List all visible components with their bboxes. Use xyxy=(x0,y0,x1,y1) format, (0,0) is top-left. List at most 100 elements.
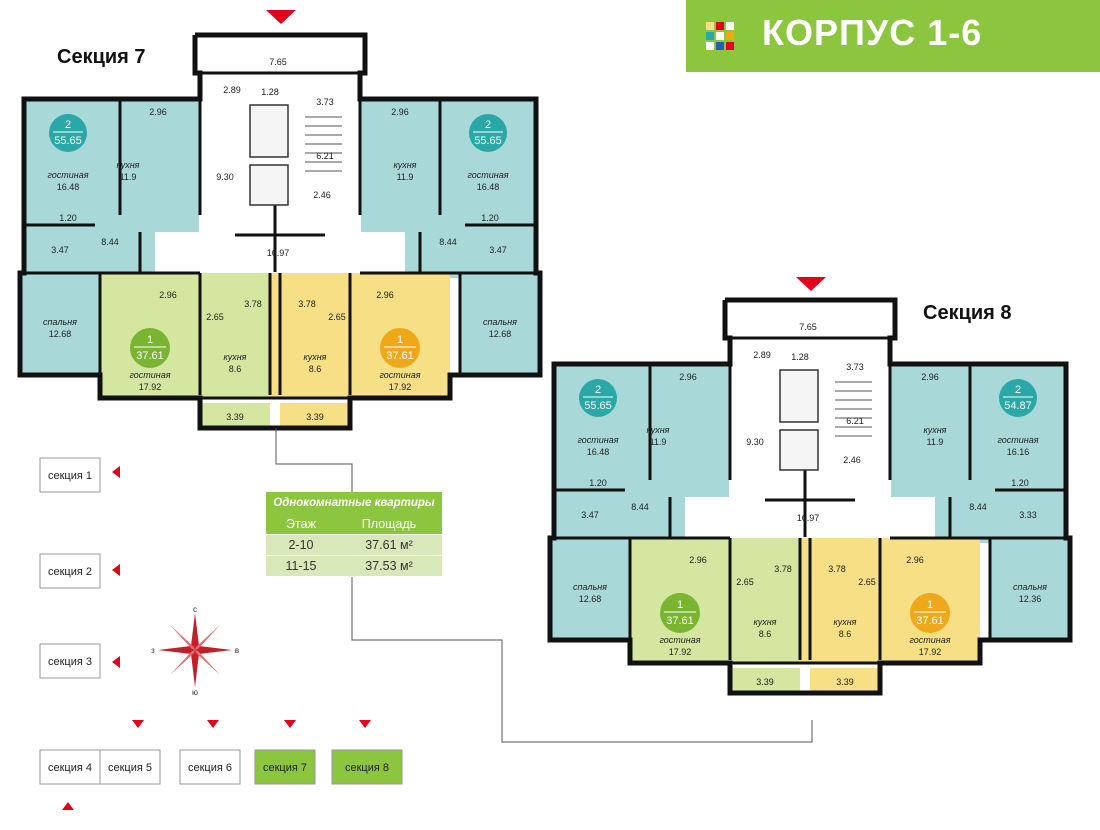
site-section1-block xyxy=(39,457,101,493)
apt-bottom-left-badge xyxy=(130,328,170,368)
apt-bottom-right-fill xyxy=(270,273,450,398)
apt-tl-bed-label: спальня xyxy=(573,582,607,592)
dim-right-wc: 1.20 xyxy=(481,213,499,223)
legend-area-cell: 37.61 м² xyxy=(365,538,413,552)
site-section2-label: секция 2 xyxy=(48,566,92,578)
site-entry-6-arrow-icon xyxy=(207,720,219,728)
site-section7-label: секция 7 xyxy=(263,762,307,774)
apt-tr-bedroom-fill xyxy=(460,273,540,375)
apt-top-right-badge xyxy=(999,379,1037,417)
apt-top-right-area: 54.87 xyxy=(1004,400,1032,412)
site-entry-2-arrow-icon xyxy=(112,564,120,576)
site-section8-block xyxy=(331,749,403,785)
apt-top-right-rooms: 2 xyxy=(485,119,491,131)
apt-top-left-area: 55.65 xyxy=(54,135,82,147)
apt-bl-kitchen: 8.6 xyxy=(229,364,242,374)
site-entry-4-arrow-icon xyxy=(62,802,74,810)
dim-right-bath: 3.47 xyxy=(489,245,507,255)
dim-right-mid: 3.78 xyxy=(298,299,316,309)
dim-right-k2: 2.65 xyxy=(328,312,346,322)
apt-bottom-right-area: 37.61 xyxy=(916,615,944,627)
apt-bl-living: 17.92 xyxy=(139,382,162,392)
dim-left-loggia: 3.39 xyxy=(226,412,244,422)
dim-lift: 9.30 xyxy=(216,172,234,182)
dim-top: 7.65 xyxy=(799,322,817,332)
apt-bl-living: 17.92 xyxy=(669,647,692,657)
lift-1 xyxy=(779,369,819,423)
dim-left-wc: 1.20 xyxy=(589,478,607,488)
apt-bottom-left-fill xyxy=(100,273,270,398)
apt-tr-kitchen: 11.9 xyxy=(927,437,944,447)
dim-left-hall: 8.44 xyxy=(101,237,119,247)
apt-tl-bed-label: спальня xyxy=(43,317,77,327)
apt-top-right-area: 55.65 xyxy=(474,135,502,147)
dim-left-wc: 1.20 xyxy=(59,213,77,223)
dim-left-bath: 3.47 xyxy=(581,510,599,520)
site-section3-label: секция 3 xyxy=(48,656,92,668)
lift-1 xyxy=(249,104,289,158)
apt-bottom-right-rooms: 1 xyxy=(397,334,403,346)
dim-right-balcony2: 2.96 xyxy=(376,290,394,300)
apt-bottom-left-area: 37.61 xyxy=(136,350,164,362)
apt-br-living: 17.92 xyxy=(919,647,942,657)
apt-br-living-label: гостиная xyxy=(379,370,420,380)
compass-south-label: ю xyxy=(192,688,198,695)
site-section8-label: секция 8 xyxy=(345,762,389,774)
site-section6-label: секция 6 xyxy=(188,762,232,774)
site-entry-5-arrow-icon xyxy=(132,720,144,728)
section8-title: Секция 8 xyxy=(923,302,1012,324)
apt-tr-living: 16.48 xyxy=(477,182,500,192)
apt-br-kitchen: 8.6 xyxy=(839,629,852,639)
apt-tl-bed: 12.68 xyxy=(49,329,72,339)
apt-br-living-label: гостиная xyxy=(909,635,950,645)
apt-tl-bedroom-fill xyxy=(20,273,100,375)
dim-right-hall: 8.44 xyxy=(969,502,987,512)
legend-area-cell: 37.53 м² xyxy=(365,559,413,573)
apt-top-left-rooms: 2 xyxy=(65,119,71,131)
dim-right-loggia: 3.39 xyxy=(836,677,854,687)
site-section2-block xyxy=(39,553,101,589)
header-banner: КОРПУС 1-6 xyxy=(686,0,1100,72)
section7-title: Секция 7 xyxy=(57,46,146,68)
legend-row: 11-15 37.53 м² xyxy=(266,556,442,577)
apt-top-left-badge xyxy=(49,114,87,152)
apt-tr-living-label: гостиная xyxy=(467,170,508,180)
apt-tr-living-label: гостиная xyxy=(997,435,1038,445)
apt-tl-bed: 12.68 xyxy=(579,594,602,604)
apt-bottom-right-badge xyxy=(910,593,950,633)
apt-bl-living-label: гостиная xyxy=(129,370,170,380)
apt-tr-bed-label: спальня xyxy=(1013,582,1047,592)
apt-tr-kitchen-label: кухня xyxy=(923,425,946,435)
dim-b: 1.28 xyxy=(261,87,279,97)
apt-tl-kitchen: 11.9 xyxy=(120,172,137,182)
apt-tl-living-label: гостиная xyxy=(47,170,88,180)
legend-title: Однокомнатные квартиры xyxy=(266,492,442,514)
dim-left-balcony: 2.96 xyxy=(679,372,697,382)
apt-bottom-left-rooms: 1 xyxy=(147,334,153,346)
apt-bottom-right-rooms: 1 xyxy=(927,599,933,611)
apt-top-left-area: 55.65 xyxy=(584,400,612,412)
apt-top-left-badge xyxy=(579,379,617,417)
apt-tl-kitchen-label: кухня xyxy=(646,425,669,435)
dim-a: 2.89 xyxy=(753,350,771,360)
apt-tr-bed-label: спальня xyxy=(483,317,517,327)
apt-bottom-left-badge xyxy=(660,593,700,633)
apt-tr-bed: 12.36 xyxy=(1019,594,1042,604)
page-title: КОРПУС 1-6 xyxy=(762,12,983,53)
lift-2 xyxy=(779,429,819,471)
apt-tr-kitchen-label: кухня xyxy=(393,160,416,170)
loggia-right-fill xyxy=(280,403,350,428)
apt-bl-kitchen: 8.6 xyxy=(759,629,772,639)
corridor-fill xyxy=(155,232,405,272)
site-entry-8-arrow-icon xyxy=(359,720,371,728)
apt-br-living: 17.92 xyxy=(389,382,412,392)
dim-right-balcony: 2.96 xyxy=(921,372,939,382)
dim-left-hall: 8.44 xyxy=(631,502,649,512)
logo-icon xyxy=(706,22,734,50)
apt-tl-living-label: гостиная xyxy=(577,435,618,445)
dim-stair: 6.21 xyxy=(846,416,864,426)
dim-left-k2: 2.65 xyxy=(736,577,754,587)
apt-br-kitchen-label: кухня xyxy=(303,352,326,362)
